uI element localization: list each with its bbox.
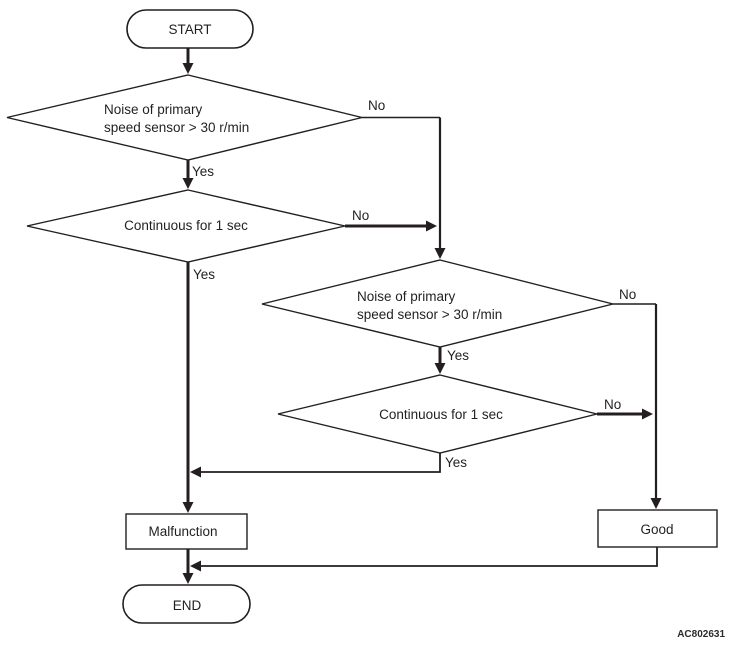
label-decision3-yes: Yes — [447, 348, 469, 363]
end-node-label: END — [173, 598, 202, 613]
arrowhead-decision1-yes — [182, 178, 194, 189]
decision3-label-line2: speed sensor > 30 r/min — [357, 307, 502, 322]
arrowhead-decision4-yes — [190, 466, 201, 478]
decision2-node: Continuous for 1 sec — [26, 189, 346, 263]
label-decision4-yes: Yes — [445, 455, 467, 470]
edge-decision4-yes — [201, 453, 441, 473]
decision4-node: Continuous for 1 sec — [277, 374, 598, 454]
arrowhead-into-malfunction — [182, 502, 194, 513]
nodes-layer: START Noise of primary speed sensor > 30… — [6, 9, 718, 624]
arrowhead-decision4-no — [642, 408, 653, 420]
good-shape — [597, 509, 718, 548]
decision1-label-line1: Noise of primary — [104, 102, 203, 117]
decision2-label: Continuous for 1 sec — [124, 218, 248, 233]
label-decision2-yes: Yes — [193, 267, 215, 282]
good-label: Good — [640, 522, 673, 537]
arrowhead-into-good — [650, 498, 662, 509]
arrowhead-start-to-decision1 — [182, 63, 194, 74]
malfunction-label: Malfunction — [148, 524, 217, 539]
label-decision3-no: No — [619, 287, 636, 302]
end-node: END — [122, 584, 251, 624]
edge-labels-layer: No Yes No Yes No Yes No Yes — [192, 98, 636, 470]
end-node-shape — [122, 584, 251, 624]
decision4-label: Continuous for 1 sec — [379, 407, 503, 422]
decision3-shape — [261, 259, 614, 348]
arrowhead-decision2-no — [426, 220, 437, 232]
label-decision1-no: No — [368, 98, 385, 113]
edges-layer — [182, 48, 662, 584]
label-decision1-yes: Yes — [192, 164, 214, 179]
good-node: Good — [597, 509, 718, 548]
label-decision2-no: No — [352, 208, 369, 223]
arrowhead-into-decision3 — [434, 248, 446, 259]
arrowhead-decision3-yes — [434, 363, 446, 374]
decision1-node: Noise of primary speed sensor > 30 r/min — [6, 74, 363, 161]
start-node: START — [126, 9, 254, 49]
start-node-shape — [126, 9, 254, 49]
decision1-shape — [6, 74, 363, 161]
edge-good-to-end — [201, 547, 658, 567]
malfunction-node: Malfunction — [125, 513, 248, 550]
start-node-label: START — [168, 22, 211, 37]
label-decision4-no: No — [604, 397, 621, 412]
malfunction-shape — [125, 513, 248, 550]
figure-code: AC802631 — [677, 629, 725, 640]
decision3-node: Noise of primary speed sensor > 30 r/min — [261, 259, 614, 348]
decision1-label-line2: speed sensor > 30 r/min — [104, 120, 249, 135]
arrowhead-good-to-end — [190, 560, 201, 572]
decision2-shape — [26, 189, 346, 263]
decision4-shape — [277, 374, 598, 454]
decision3-label-line1: Noise of primary — [357, 289, 456, 304]
arrowhead-into-end — [182, 573, 194, 584]
